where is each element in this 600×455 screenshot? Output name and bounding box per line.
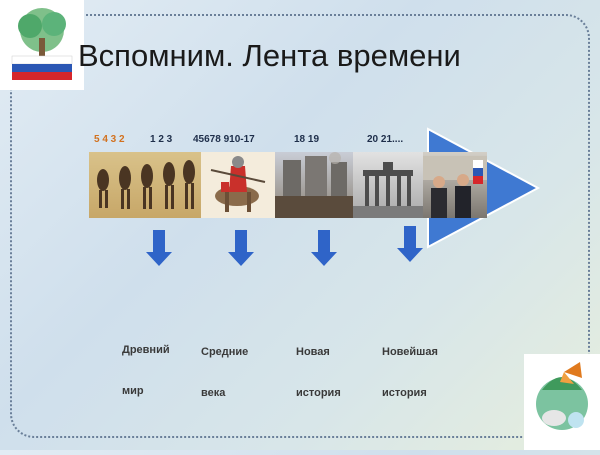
evolution-of-man-image [89,152,201,218]
tick-bc-centuries: 5 4 3 2 [94,134,125,145]
medieval-knight-image [201,152,275,218]
tick-ad-1-3: 1 2 3 [150,134,173,145]
tick-ad-4-17: 45678 910-17 [193,134,255,145]
storming-of-bastille-image [275,152,353,218]
tick-ad-18-19: 18 19 [294,134,320,145]
down-arrow-modern [311,230,337,266]
slide-frame [10,14,590,438]
brandenburg-gate-image [353,152,423,218]
tick-ad-20-21: 20 21.... [367,134,404,145]
down-arrow-contemporary [397,226,423,262]
down-arrow-ancient [146,230,172,266]
era-label-line: история [382,386,427,399]
era-label-modern: Новая история [296,318,341,414]
era-label-line: века [201,386,226,399]
down-arrow-middle-ages [228,230,254,266]
tree-logo [0,0,84,90]
era-label-line: Средние [201,345,249,358]
modern-politicians-image [423,152,487,218]
era-label-line: Древний [122,343,170,356]
nature-logo [524,354,600,450]
slide-title: Вспомним. Лента времени [78,38,461,73]
era-label-line: мир [122,384,144,397]
era-label-ancient: Древний мир [122,316,170,412]
era-label-line: история [296,386,341,399]
era-label-contemporary: Новейшая история [382,318,438,414]
timeline-strip [89,152,432,218]
era-label-line: Новейшая [382,345,438,358]
era-label-line: Новая [296,345,330,358]
era-label-middle-ages: Средние века [201,318,248,414]
